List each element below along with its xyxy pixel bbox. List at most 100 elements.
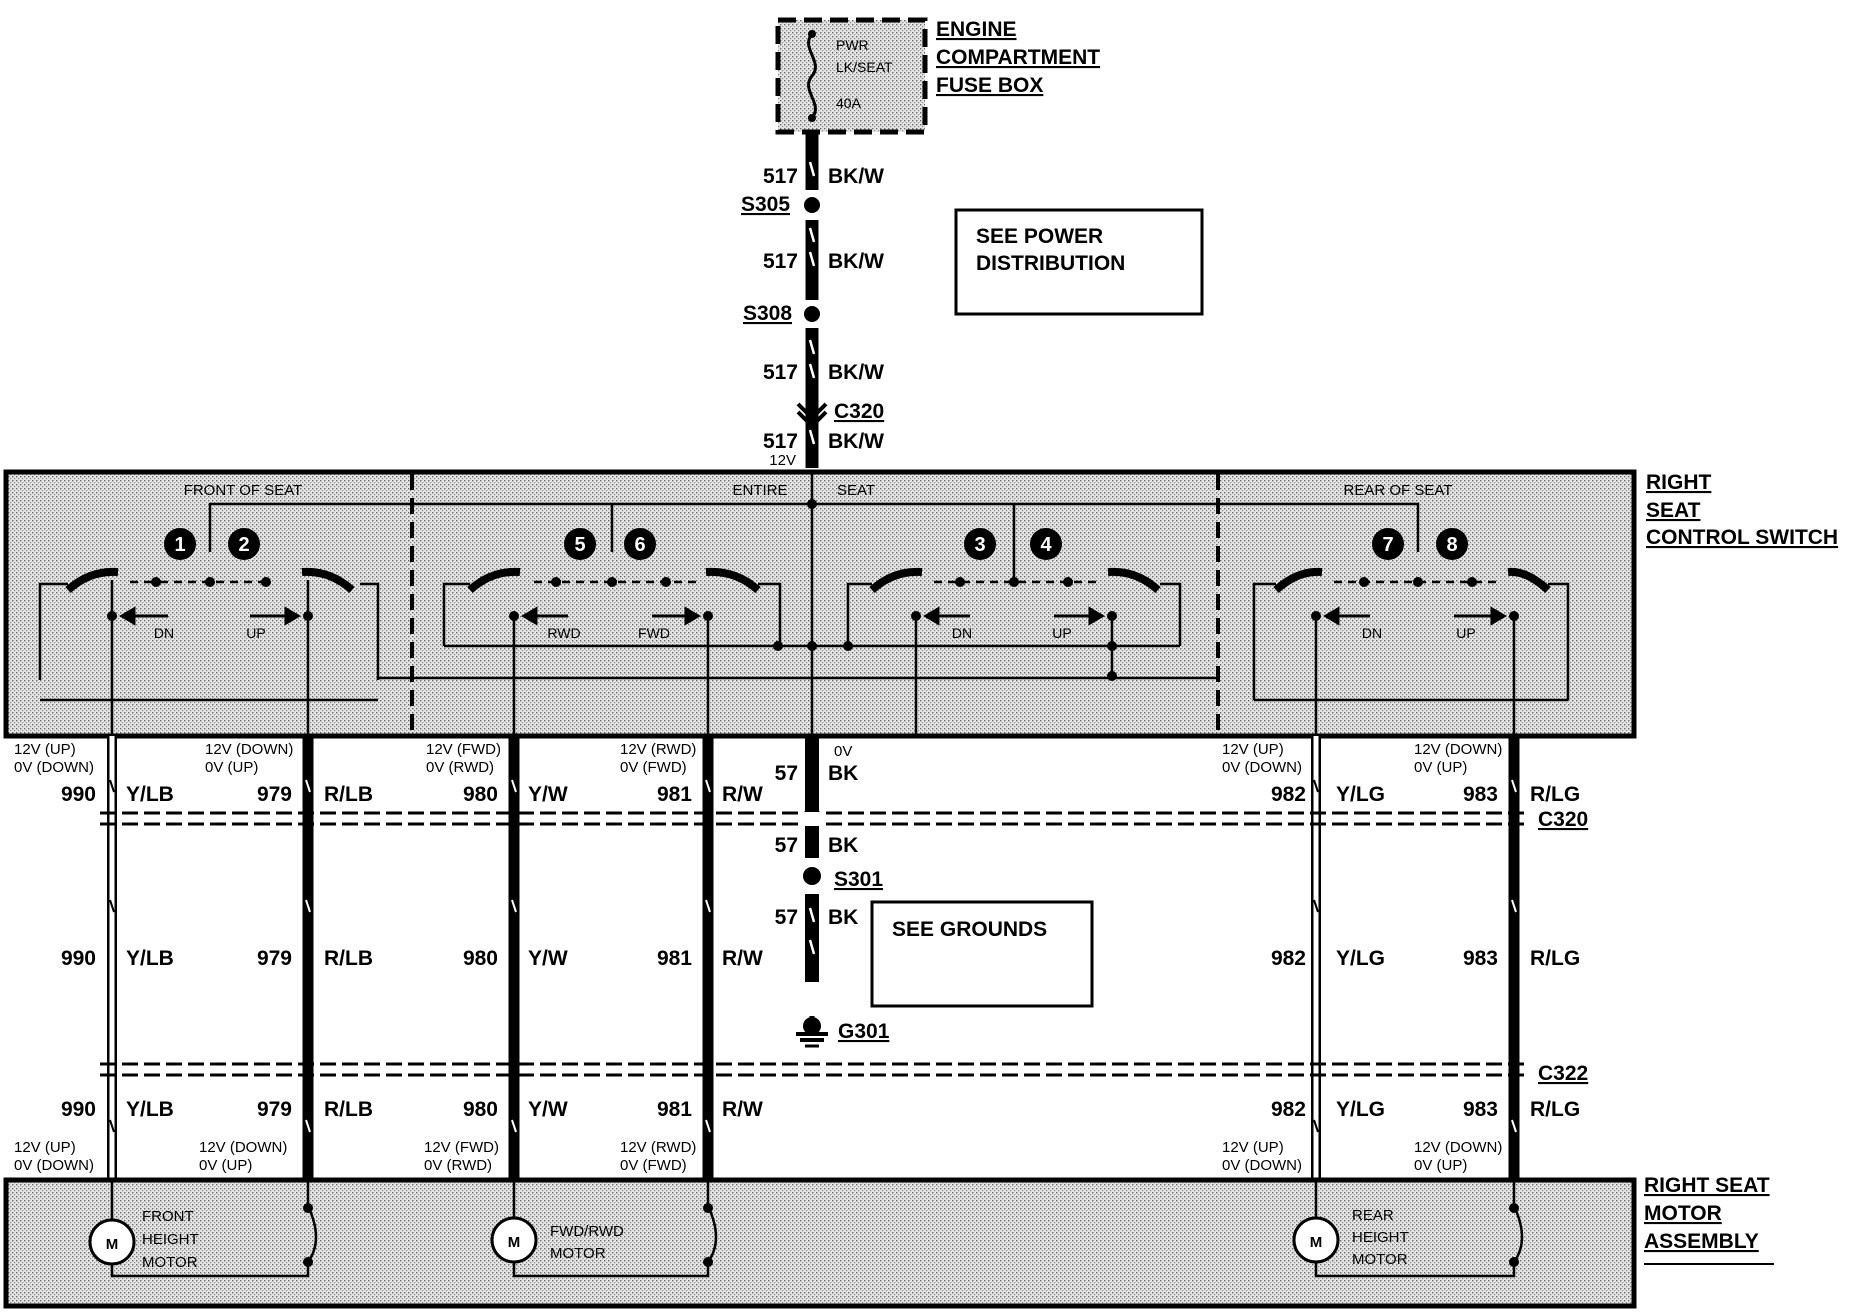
fuse-box-title-line1: ENGINE xyxy=(936,18,1017,41)
wire-981-state-top-1: 12V (RWD) xyxy=(620,741,696,758)
connector-c320-feed-symbol xyxy=(796,402,828,421)
switch-title-line3: CONTROL SWITCH xyxy=(1646,526,1838,549)
position-number: 5 xyxy=(574,534,585,556)
direction-label: UP xyxy=(1052,625,1071,641)
rear-motor-label-1: REAR xyxy=(1352,1207,1394,1224)
motor-icon xyxy=(88,1218,136,1266)
switch-title-line1: RIGHT xyxy=(1646,471,1712,494)
wire-982-circuit-row2: 982 xyxy=(1271,947,1306,970)
wire-982-color-row2: Y/LG xyxy=(1336,947,1385,970)
wire-980-circuit-row1: 980 xyxy=(463,783,498,806)
fuse-box-outline xyxy=(775,17,928,135)
wire-990-circuit-row2: 990 xyxy=(61,947,96,970)
feed-color-3: BK/W xyxy=(828,361,884,384)
wire-983-state-top-1: 12V (DOWN) xyxy=(1414,741,1502,758)
wire-983-color-row1: R/LG xyxy=(1530,783,1580,806)
section-entire: ENTIRE xyxy=(732,482,787,499)
wire-990-state-bottom-1: 12V (UP) xyxy=(14,1139,76,1156)
position-number: 8 xyxy=(1446,534,1457,556)
wire-981-circuit-row2: 981 xyxy=(657,947,692,970)
direction-label: FWD xyxy=(638,625,670,641)
wire-982-state-top-2: 0V (DOWN) xyxy=(1222,759,1302,776)
wire-983-circuit-row2: 983 xyxy=(1463,947,1498,970)
feed-circuit-2: 517 xyxy=(763,250,798,273)
splice-s305-dot xyxy=(804,197,820,213)
wire-980-color-row2: Y/W xyxy=(528,947,568,970)
ground-color-2: BK xyxy=(828,834,858,857)
wire-982-state-bottom-1: 12V (UP) xyxy=(1222,1139,1284,1156)
wire-990-circuit-row3: 990 xyxy=(61,1098,96,1121)
motor-assembly-title-line3: ASSEMBLY xyxy=(1644,1230,1759,1253)
ground-circuit: 0V 57 BK 57 BK S301 57 BK G301 xyxy=(775,736,890,1048)
wire-979-color-row1: R/LB xyxy=(324,783,373,806)
wire-979-circuit-row1: 979 xyxy=(257,783,292,806)
splice-s301-label: S301 xyxy=(834,868,883,891)
wire-990-state-bottom-2: 0V (DOWN) xyxy=(14,1157,94,1174)
wire-982-color-row3: Y/LG xyxy=(1336,1098,1385,1121)
wire-980-circuit-row2: 980 xyxy=(463,947,498,970)
fuse-box: PWR LK/SEAT 40A ENGINE COMPARTMENT FUSE … xyxy=(775,17,1100,135)
ground-symbol xyxy=(796,1016,828,1048)
wire-979-state-bottom-1: 12V (DOWN) xyxy=(199,1139,287,1156)
fuse-symbol xyxy=(807,33,817,119)
splice-s305-label: S305 xyxy=(741,193,790,216)
motor-icon xyxy=(490,1216,538,1264)
switch-rear-height xyxy=(1252,567,1570,736)
fuse-name-line1: PWR xyxy=(836,37,869,53)
feed-wire: 517 BK/W S305 517 BK/W S308 517 BK/W C32… xyxy=(741,132,884,469)
position-number: 6 xyxy=(634,534,645,556)
wire-983-state-top-2: 0V (UP) xyxy=(1414,759,1467,776)
wire-981-color-row1: R/W xyxy=(722,783,763,806)
see-power-distribution-box: SEE POWER DISTRIBUTION xyxy=(954,208,1204,316)
position-marker xyxy=(964,528,996,560)
position-marker xyxy=(1436,528,1468,560)
position-marker xyxy=(624,528,656,560)
direction-label: UP xyxy=(1456,625,1475,641)
wire-982-state-bottom-2: 0V (DOWN) xyxy=(1222,1157,1302,1174)
rear-motor-label-3: MOTOR xyxy=(1352,1251,1408,1268)
rear-motor-label-2: HEIGHT xyxy=(1352,1229,1409,1246)
switch-title-line2: SEAT xyxy=(1646,499,1701,522)
splice-s308-dot xyxy=(804,306,820,322)
section-seat: SEAT xyxy=(837,482,875,499)
fwd-rwd-motor-label-1: FWD/RWD xyxy=(550,1223,624,1240)
wire-980-circuit-row3: 980 xyxy=(463,1098,498,1121)
wire-981-state-top-2: 0V (FWD) xyxy=(620,759,687,776)
direction-label: UP xyxy=(246,625,265,641)
see-power-line1: SEE POWER xyxy=(976,225,1103,248)
seat-control-switch: FRONT OF SEAT ENTIRE SEAT REAR OF SEAT xyxy=(3,469,1838,739)
feed-color-2: BK/W xyxy=(828,250,884,273)
fuse-box-title-line3: FUSE BOX xyxy=(936,74,1043,97)
ground-circuit-2: 57 xyxy=(775,834,798,857)
wire-980-color-row3: Y/W xyxy=(528,1098,568,1121)
ground-point-label: G301 xyxy=(838,1020,890,1043)
wire-982-circuit-row3: 982 xyxy=(1271,1098,1306,1121)
direction-label: DN xyxy=(1362,625,1382,641)
position-marker xyxy=(164,528,196,560)
wire-983-state-bottom-2: 0V (UP) xyxy=(1414,1157,1467,1174)
ground-circuit-3: 57 xyxy=(775,906,798,929)
front-motor-label-3: MOTOR xyxy=(142,1254,198,1271)
feed-color-4: BK/W xyxy=(828,430,884,453)
splice-s301-dot xyxy=(803,867,821,885)
front-height-motor: M FRONT HEIGHT MOTOR xyxy=(88,1180,318,1278)
wire-979-state-top-2: 0V (UP) xyxy=(205,759,258,776)
fwd-rwd-motor: M FWD/RWD MOTOR xyxy=(490,1180,718,1278)
wire-981-state-bottom-1: 12V (RWD) xyxy=(620,1139,696,1156)
position-number: 4 xyxy=(1040,534,1052,556)
feed-color-1: BK/W xyxy=(828,165,884,188)
connector-c322: C322 xyxy=(100,1062,1588,1085)
wire-990-color-row2: Y/LB xyxy=(126,947,174,970)
motor-symbol: M xyxy=(508,1234,521,1251)
wire-983-color-row3: R/LG xyxy=(1530,1098,1580,1121)
wire-979-state-top-1: 12V (DOWN) xyxy=(205,741,293,758)
wire-labels: 12V (UP) 0V (DOWN) 12V (DOWN) 0V (UP) 12… xyxy=(14,741,1580,1174)
position-marker xyxy=(564,528,596,560)
motor-panel xyxy=(3,1177,1637,1309)
motor-assembly-title-line2: MOTOR xyxy=(1644,1202,1722,1225)
wire-980-color-row1: Y/W xyxy=(528,783,568,806)
fuse-name-line2: LK/SEAT xyxy=(836,59,893,75)
motor-symbol: M xyxy=(106,1236,119,1253)
wire-983-circuit-row1: 983 xyxy=(1463,783,1498,806)
wire-980-state-bottom-1: 12V (FWD) xyxy=(424,1139,499,1156)
